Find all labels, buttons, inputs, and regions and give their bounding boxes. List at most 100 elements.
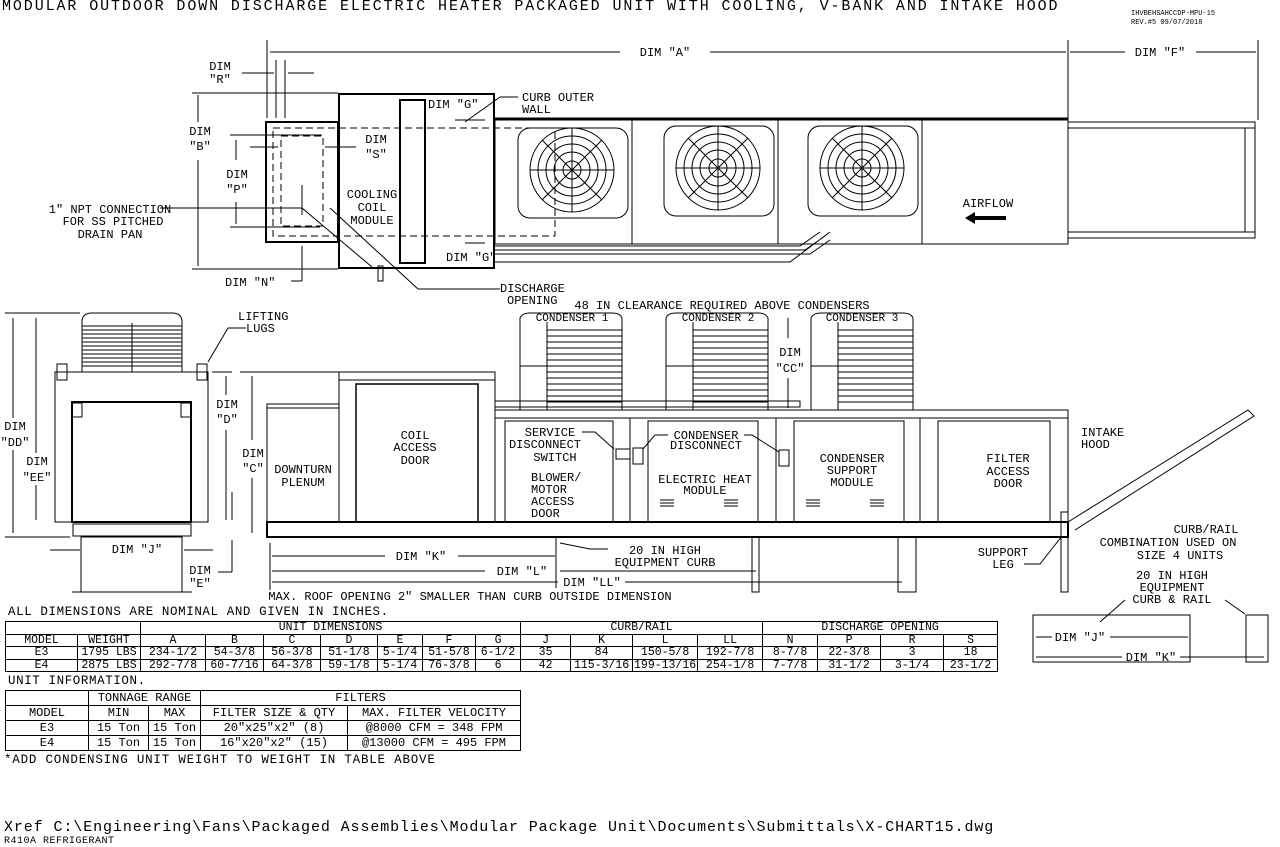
table-cell: 192-7/8 [697, 646, 764, 660]
table-cell: 1795 LBS [77, 646, 141, 660]
npt-connection-label: 1" NPT CONNECTION [49, 203, 171, 217]
filter-access-door-label: FILTER [986, 452, 1029, 466]
service-disconnect-label: SWITCH [533, 451, 576, 465]
table-cell: 15 Ton [148, 735, 201, 751]
dim-d-label: DIM [216, 398, 238, 412]
downturn-plenum-label: DOWNTURN [274, 463, 332, 477]
dim-dd-label: "DD" [1, 436, 30, 450]
curb-combination-note: COMBINATION USED ON [1100, 536, 1237, 550]
condenser-support-module-label: MODULE [830, 476, 873, 490]
dim-g-bottom-label: DIM "G" [446, 251, 496, 265]
coil-access-door-label: DOOR [401, 454, 430, 468]
roof-opening-note: MAX. ROOF OPENING 2" SMALLER THAN CURB O… [268, 590, 671, 604]
column-header: S [943, 633, 999, 647]
discharge-opening-label: DISCHARGE [500, 282, 565, 296]
table-cell: 60-7/16 [205, 658, 264, 672]
blower-motor-door-label: DOOR [531, 507, 560, 521]
electric-heat-module-label: MODULE [683, 484, 726, 498]
table-cell: E3 [5, 720, 89, 736]
table-cell: 84 [570, 646, 634, 660]
dim-b-label: "B" [189, 140, 211, 154]
intake-hood-label: HOOD [1081, 438, 1110, 452]
column-header: N [762, 633, 819, 647]
dim-k-label: DIM "K" [396, 550, 446, 564]
table-cell: 3 [880, 646, 945, 660]
end-view: DIM "DD" DIM "EE" LIFTING LUGS DIM "D" D… [1, 310, 288, 593]
dim-e-label: "E" [189, 577, 211, 591]
cooling-coil-module-label: MODULE [350, 214, 393, 228]
table-cell: 23-1/2 [943, 658, 999, 672]
column-header: MAX [148, 705, 201, 721]
filter-access-door-label: DOOR [994, 477, 1023, 491]
dim-g-top-label: DIM "G" [428, 98, 478, 112]
dim-p-label: "P" [226, 183, 248, 197]
dim-dd-label: DIM [4, 420, 26, 434]
cooling-coil-module-label: COIL [358, 201, 387, 215]
discharge-opening-label: OPENING [507, 294, 557, 308]
condenser-2-label: CONDENSER 2 [682, 313, 755, 325]
curb-combination-note: SIZE 4 UNITS [1137, 549, 1223, 563]
dim-e-label: DIM [189, 564, 211, 578]
condenser-support-module-label: SUPPORT [827, 464, 877, 478]
revision-date: REV.#5 09/07/2018 [1131, 19, 1203, 27]
support-leg-label: LEG [992, 558, 1014, 572]
table-group-row: TONNAGE RANGE FILTERS [5, 690, 522, 706]
dim-p-label: DIM [226, 168, 248, 182]
table-cell: E3 [5, 646, 78, 660]
side-elevation: 48 IN CLEARANCE REQUIRED ABOVE CONDENSER… [240, 299, 1255, 604]
condenser-3-label: CONDENSER 3 [826, 313, 899, 325]
blank-cell [5, 690, 89, 706]
table-cell: 254-1/8 [697, 658, 764, 672]
column-header: J [520, 633, 572, 647]
lifting-lugs-label: LIFTING [238, 310, 288, 324]
column-header: L [632, 633, 699, 647]
curb-rail-label: 20 IN HIGH [1136, 569, 1208, 583]
group-header: FILTERS [199, 690, 522, 706]
table-group-row: UNIT DIMENSIONS CURB/RAIL DISCHARGE OPEN… [5, 621, 999, 635]
dim-a-label: DIM "A" [640, 46, 690, 60]
table-cell: 3-1/4 [880, 658, 945, 672]
condenser-disconnect-label: DISCONNECT [670, 439, 742, 453]
clearance-note: 48 IN CLEARANCE REQUIRED ABOVE CONDENSER… [574, 299, 869, 313]
table-cell: 59-1/8 [320, 658, 378, 672]
dim-j-label: DIM "J" [112, 543, 162, 557]
table-cell: 51-5/8 [422, 646, 476, 660]
footnote: *ADD CONDENSING UNIT WEIGHT TO WEIGHT IN… [4, 753, 436, 767]
dim-l-label: DIM "L" [497, 565, 547, 579]
blower-motor-door-label: BLOWER/ [531, 471, 581, 485]
table-cell: 22-3/8 [817, 646, 882, 660]
service-disconnect-icon [615, 448, 631, 460]
dimensions-table-caption: ALL DIMENSIONS ARE NOMINAL AND GIVEN IN … [8, 605, 389, 619]
blank-cell [5, 621, 141, 635]
table-cell: 42 [520, 658, 572, 672]
column-header: D [320, 633, 378, 647]
filter-access-door-label: ACCESS [986, 465, 1029, 479]
column-header: LL [697, 633, 764, 647]
table-cell: 54-3/8 [205, 646, 264, 660]
table-cell: 5-1/4 [377, 658, 423, 672]
condenser-disconnect-label: CONDENSER [674, 429, 739, 443]
airflow-label: AIRFLOW [963, 197, 1014, 211]
xref-path: Xref C:\Engineering\Fans\Packaged Assemb… [4, 819, 995, 836]
dim-s-label: "S" [365, 148, 387, 162]
dim-r-label: DIM [209, 60, 231, 74]
group-header: DISCHARGE OPENING [762, 621, 999, 635]
column-header: A [140, 633, 206, 647]
refrigerant-note: R410A REFRIGERANT [4, 836, 115, 847]
column-header: MODEL [5, 705, 89, 721]
curb-outer-wall-label: CURB OUTER [522, 91, 594, 105]
column-header: MODEL [5, 633, 78, 647]
service-disconnect-label: SERVICE [525, 426, 575, 440]
column-header: WEIGHT [77, 633, 141, 647]
table-cell: 35 [520, 646, 572, 660]
column-header: F [422, 633, 476, 647]
dim-cc-label: DIM [779, 346, 801, 360]
condenser-fan-icon [663, 125, 775, 217]
column-header: MAX. FILTER VELOCITY [346, 705, 522, 721]
curb-rail-label: EQUIPMENT [1140, 581, 1205, 595]
